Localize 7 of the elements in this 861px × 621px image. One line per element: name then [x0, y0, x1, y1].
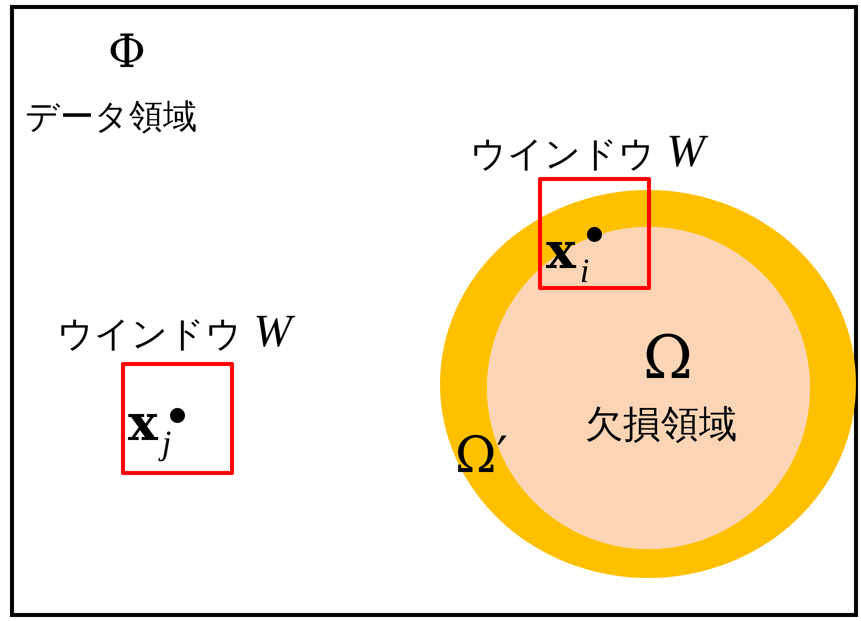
frame: [10, 5, 858, 617]
region-label: データ領域: [25, 100, 197, 134]
point-label: x$_{j}$: [128, 398, 172, 461]
phi-symbol: Φ: [108, 28, 146, 74]
region-label: 欠損領域: [585, 405, 737, 443]
point-label: x$_{i}$: [546, 226, 590, 289]
omega-symbol: Ω: [643, 328, 693, 388]
